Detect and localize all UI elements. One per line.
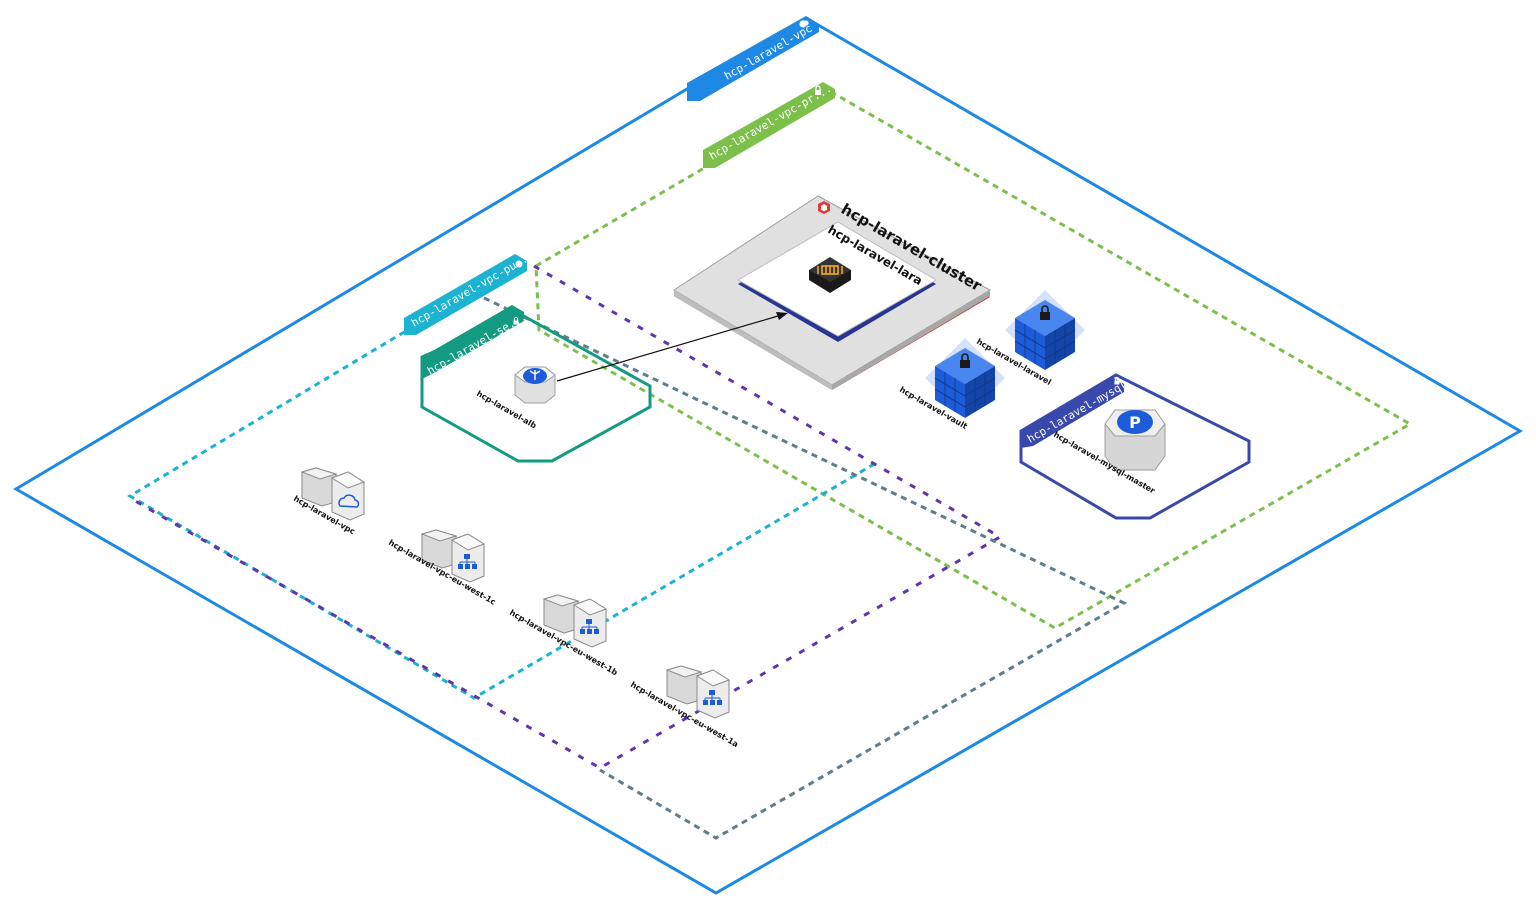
private-zone-tag[interactable]	[703, 82, 835, 168]
arrow-head-icon	[776, 312, 788, 320]
subnet-1b-node[interactable]: hcp-laravel-vpc-eu-west-1b	[508, 594, 619, 677]
subnet-icon	[542, 594, 608, 648]
secret-cube-icon	[1005, 290, 1085, 370]
lock-icon	[815, 85, 821, 95]
alb-node[interactable]: hcp-laravel-alb	[475, 366, 556, 431]
public-zone-boundary-cyan	[127, 262, 877, 700]
public-zone-boundary-purple	[129, 264, 1003, 770]
subnet-icon	[420, 529, 486, 583]
lock-icon	[513, 316, 519, 325]
mysql-group-boundary	[1019, 373, 1251, 520]
secret-cube-icon	[925, 338, 1005, 418]
public-zone-group[interactable]: hcp-laravel-vpc-pu...	[127, 249, 1128, 840]
lock-icon	[1040, 305, 1050, 320]
lock-icon	[1114, 376, 1120, 385]
ecs-cluster-icon	[818, 201, 830, 214]
vpc-tag-label: hcp-laravel-vpc	[722, 22, 815, 83]
vpc-tag[interactable]	[687, 16, 819, 101]
vpc-cloud-icon	[300, 467, 366, 521]
subnet-1c-node[interactable]: hcp-laravel-vpc-eu-west-1c	[387, 529, 498, 607]
vpc-boundary	[13, 16, 1524, 895]
alb-to-service-connection[interactable]	[556, 312, 788, 382]
lock-icon	[960, 353, 970, 368]
security-group-boundary	[420, 312, 652, 463]
subnet-1a-node[interactable]: hcp-laravel-vpc-eu-west-1a	[629, 665, 740, 749]
rds-postgres-icon: P	[1104, 409, 1166, 471]
svg-text:P: P	[1129, 413, 1141, 432]
subnet-boundary-slate	[483, 296, 1128, 840]
vpc-group[interactable]: hcp-laravel-vpc	[13, 16, 1524, 895]
container-service-icon	[809, 257, 851, 293]
cluster-platform-edge-left	[674, 290, 832, 390]
globe-icon	[515, 260, 523, 268]
mysql-node[interactable]: P hcp-laravel-mysql-master	[1052, 409, 1166, 495]
load-balancer-icon	[514, 366, 556, 404]
ecs-cluster[interactable]: hcp-laravel-cluster hcp-laravel-lara	[673, 195, 992, 390]
connection-line	[556, 315, 779, 382]
public-zone-tag[interactable]	[404, 254, 527, 335]
vpc-node[interactable]: hcp-laravel-vpc	[292, 467, 366, 537]
cluster-platform-edge-right	[832, 290, 990, 390]
subnet-icon	[665, 665, 731, 719]
private-zone-tag-label: hcp-laravel-vpc-pr...	[707, 82, 834, 163]
security-group-tag[interactable]	[422, 305, 524, 379]
cloud-icon	[799, 20, 809, 28]
mysql-group-tag[interactable]	[1021, 377, 1124, 448]
